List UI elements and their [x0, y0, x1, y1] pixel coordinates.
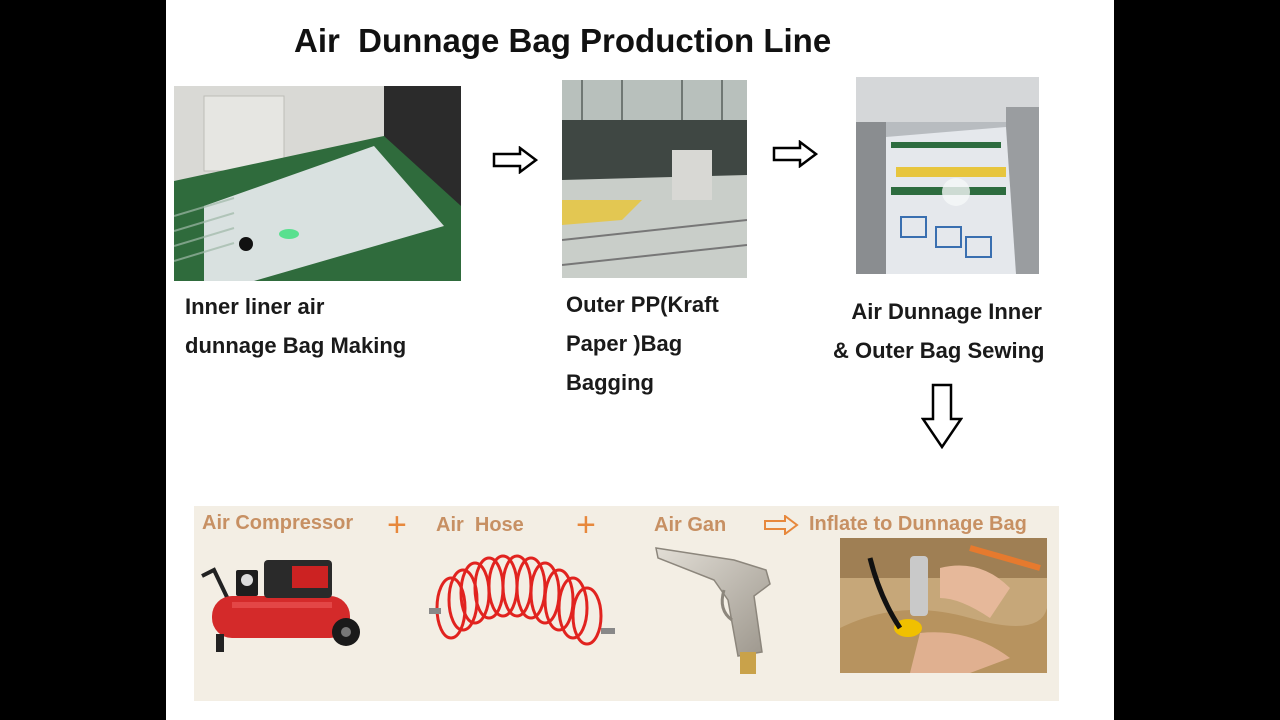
caption-line: dunnage Bag Making — [185, 326, 406, 365]
arrow-right-icon — [763, 515, 799, 535]
caption-line: Outer PP(Kraft — [566, 285, 719, 324]
slide-title: Air Dunnage Bag Production Line — [294, 22, 831, 60]
air-compressor-image — [196, 556, 366, 656]
caption-line: Bagging — [566, 363, 719, 402]
slide: Air Dunnage Bag Production Line — [166, 0, 1114, 720]
caption-line: Inner liner air — [185, 287, 406, 326]
arrow-right-icon — [492, 146, 538, 174]
caption-line: Air Dunnage Inner — [833, 292, 1075, 331]
label-inflate: Inflate to Dunnage Bag — [809, 513, 1027, 536]
label-air-gun: Air Gan — [654, 514, 726, 537]
air-hose-image — [421, 548, 621, 653]
plus-icon: + — [387, 508, 407, 542]
label-air-hose: Air Hose — [436, 514, 524, 537]
caption-line: Paper )Bag — [566, 324, 719, 363]
caption-step-1: Inner liner air dunnage Bag Making — [185, 287, 406, 365]
inflate-dunnage-bag-photo — [840, 538, 1047, 673]
air-gun-image — [654, 540, 779, 675]
arrow-right-icon — [772, 140, 818, 168]
photo-outer-bag-bagging — [562, 80, 747, 278]
caption-step-3: Air Dunnage Inner & Outer Bag Sewing — [833, 292, 1075, 370]
label-air-compressor: Air Compressor — [202, 512, 353, 535]
photo-bag-sewing — [856, 77, 1039, 274]
caption-line: & Outer Bag Sewing — [833, 331, 1075, 370]
photo-inner-liner-making — [174, 86, 461, 281]
arrow-down-icon — [921, 383, 963, 449]
plus-icon: + — [576, 508, 596, 542]
caption-step-2: Outer PP(Kraft Paper )Bag Bagging — [566, 285, 719, 402]
